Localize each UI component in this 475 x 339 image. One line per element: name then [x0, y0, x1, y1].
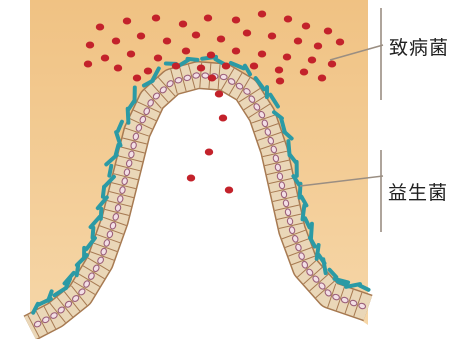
probiotic-bacterium: [311, 224, 312, 238]
pathogen-bacterium: [182, 48, 190, 55]
pathogen-bacterium: [217, 36, 225, 43]
pathogen-bacterium: [243, 30, 251, 37]
pathogen-bacterium: [133, 75, 141, 82]
pathogen-bacterium: [123, 18, 131, 25]
pathogen-bacterium: [84, 61, 92, 68]
cell-nucleus: [220, 74, 227, 80]
pathogen-bacterium: [258, 51, 266, 58]
pathogen-bacterium: [222, 63, 230, 70]
pathogen-bacterium: [268, 33, 276, 40]
probiotic-bacterium: [109, 166, 111, 176]
pathogen-bacterium: [314, 43, 322, 50]
pathogen-bacterium: [232, 48, 240, 55]
pathogen-bacterium: [276, 78, 284, 85]
probiotic-label: 益生菌: [388, 178, 448, 205]
pathogen-bacterium: [101, 55, 109, 62]
pathogen-bacterium: [152, 15, 160, 22]
pathogen-bacterium: [294, 38, 302, 45]
pathogen-bacterium: [154, 55, 162, 62]
pathogen-bacterium: [192, 32, 200, 39]
pathogen-bacterium: [336, 39, 344, 46]
pathogen-bacterium: [308, 57, 316, 64]
probiotic-bacterium: [101, 209, 102, 219]
pathogen-bacterium: [86, 42, 94, 49]
pathogen-bacterium: [112, 38, 120, 45]
cell-nucleus: [202, 73, 209, 79]
pathogen-bacterium: [283, 54, 291, 61]
pathogen-bacterium: [258, 11, 266, 18]
probiotic-bacterium: [323, 259, 325, 273]
probiotic-bacterium: [188, 59, 198, 60]
pathogen-bacterium: [300, 69, 308, 76]
pathogen-bacterium: [275, 67, 283, 74]
pathogen-bacterium: [318, 75, 326, 82]
pathogen-bacterium: [219, 115, 227, 122]
pathogen-bacterium: [284, 16, 292, 23]
pathogen-bacterium: [208, 75, 216, 82]
pathogen-bacterium: [187, 175, 195, 182]
pathogen-bacterium: [205, 149, 213, 156]
pathogen-bacterium: [324, 28, 332, 35]
pathogen-bacterium: [207, 52, 215, 59]
pathogen-bacterium: [197, 65, 205, 72]
pathogen-bacterium: [127, 51, 135, 58]
pathogen-bacterium: [163, 38, 171, 45]
pathogen-bacterium: [225, 187, 233, 194]
probiotic-bacterium: [93, 228, 94, 238]
pathogen-bacterium: [232, 17, 240, 24]
pathogen-bacterium: [302, 23, 310, 30]
pathogen-bacterium: [250, 63, 258, 70]
probiotic-bacterium: [116, 145, 119, 155]
pathogen-bacterium: [137, 33, 145, 40]
pathogen-bacterium: [144, 68, 152, 75]
pathogen-label: 致病菌: [389, 33, 449, 60]
pathogen-bacterium: [114, 65, 122, 72]
pathogen-bacterium: [215, 91, 223, 98]
pathogen-bacterium: [179, 21, 187, 28]
pathogen-bacterium: [328, 61, 336, 68]
pathogen-bacterium: [172, 63, 180, 70]
pathogen-bacterium: [204, 15, 212, 22]
pathogen-bacterium: [96, 24, 104, 31]
